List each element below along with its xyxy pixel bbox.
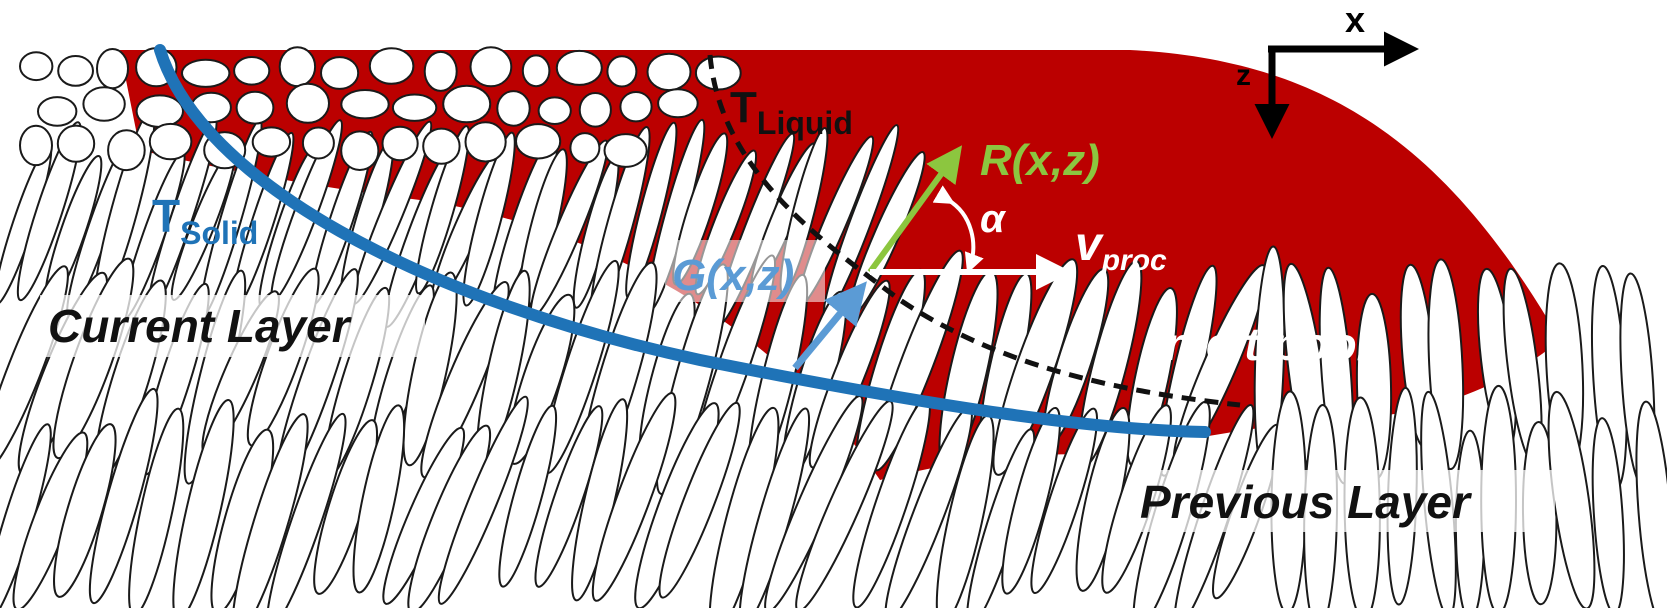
equiaxed-grain <box>521 54 551 88</box>
columnar-grain <box>437 395 529 605</box>
equiaxed-grain <box>496 90 531 127</box>
equiaxed-grain <box>285 82 330 124</box>
columnar-grain <box>808 279 891 469</box>
angle-arc <box>932 185 984 274</box>
columnar-grain <box>16 121 82 302</box>
equiaxed-grain <box>340 130 380 171</box>
equiaxed-grain <box>235 90 275 125</box>
columnar-grain <box>498 404 558 588</box>
solidus-label-main: T <box>152 190 180 242</box>
solidus-label: TSolid <box>152 190 258 251</box>
x-axis-label: x <box>1345 0 1365 40</box>
current-layer-backdrop <box>40 295 425 357</box>
columnar-grain <box>738 407 811 613</box>
gradient-arrow <box>792 281 867 371</box>
equiaxed-grain <box>646 52 692 92</box>
equiaxed-grain <box>278 46 317 88</box>
melt-pool-label: melt pool <box>1165 318 1371 370</box>
equiaxed-grain <box>469 46 513 88</box>
columnar-grain <box>415 125 470 295</box>
solidus-isotherm <box>154 44 1211 438</box>
equiaxed-grain <box>569 132 601 164</box>
equiaxed-grain <box>301 126 335 160</box>
columnar-grain <box>266 412 347 613</box>
equiaxed-grain <box>422 127 461 165</box>
equiaxed-grain <box>135 94 185 128</box>
equiaxed-grain <box>464 121 507 163</box>
columnar-grain <box>591 392 677 602</box>
equiaxed-grain <box>578 92 612 128</box>
equiaxed-grain <box>657 88 699 119</box>
equiaxed-grain <box>423 50 458 92</box>
equiaxed-grain <box>148 122 193 161</box>
equiaxed-grain <box>82 86 126 122</box>
growth-rate-arrow <box>867 145 963 274</box>
equiaxed-grain <box>537 96 572 125</box>
liquidus-label-main: T <box>730 83 757 132</box>
equiaxed-grain <box>340 89 390 120</box>
columnar-grain <box>1030 407 1098 595</box>
previous-layer-label: Previous Layer <box>1140 476 1472 528</box>
equiaxed-grain <box>320 56 360 90</box>
columnar-grain <box>352 404 406 594</box>
equiaxed-grain <box>251 126 292 158</box>
equiaxed-grain <box>19 124 53 167</box>
previous-layer-backdrop <box>1135 470 1555 532</box>
equiaxed-grain <box>56 124 96 163</box>
liquidus-isotherm <box>707 54 1241 408</box>
columnar-grain <box>88 387 159 605</box>
columnar-grain <box>420 281 510 479</box>
columnar-grain <box>402 271 458 467</box>
columnar-grain <box>172 399 235 613</box>
equiaxed-grain <box>57 55 94 87</box>
growth-rate-label: R(x,z) <box>980 136 1100 185</box>
columnar-grain <box>658 401 741 599</box>
equiaxed-grain <box>555 49 603 86</box>
equiaxed-grain <box>606 55 638 88</box>
equiaxed-grain <box>37 96 78 127</box>
solidus-label-sub: Solid <box>180 215 258 251</box>
z-axis-label: z <box>1236 59 1251 92</box>
velocity-label-sub: proc <box>1101 244 1167 277</box>
velocity-label-main: v <box>1075 218 1104 271</box>
gradient-label: G(x,z) <box>672 251 794 300</box>
liquidus-label-sub: Liquid <box>757 105 853 141</box>
equiaxed-grain <box>181 58 231 88</box>
columnar-grain <box>1001 406 1061 595</box>
equiaxed-grain <box>619 91 653 123</box>
equiaxed-grains <box>19 46 742 172</box>
equiaxed-grain <box>96 48 129 90</box>
columnar-grain <box>53 423 117 598</box>
columnar-grain <box>534 405 604 588</box>
columnar-grain <box>1591 417 1625 613</box>
angle-label: α <box>980 197 1007 241</box>
liquidus-label: TLiquid <box>730 83 853 141</box>
columnar-grain <box>231 413 309 613</box>
equiaxed-grain <box>381 125 419 162</box>
gradient-label-backdrop <box>665 240 825 302</box>
velocity-label: vproc <box>1075 218 1167 277</box>
equiaxed-grain <box>107 129 146 172</box>
equiaxed-grain <box>19 51 54 82</box>
equiaxed-grain <box>233 56 271 86</box>
equiaxed-grain <box>368 47 415 85</box>
columnar-grain <box>128 407 185 613</box>
equiaxed-grain <box>442 84 492 124</box>
equiaxed-grain <box>603 133 648 168</box>
equiaxed-grain <box>515 123 562 160</box>
columnar-grain <box>462 131 516 307</box>
columnar-grain <box>1635 400 1667 613</box>
current-layer-label: Current Layer <box>48 300 352 352</box>
equiaxed-grain <box>391 93 438 122</box>
